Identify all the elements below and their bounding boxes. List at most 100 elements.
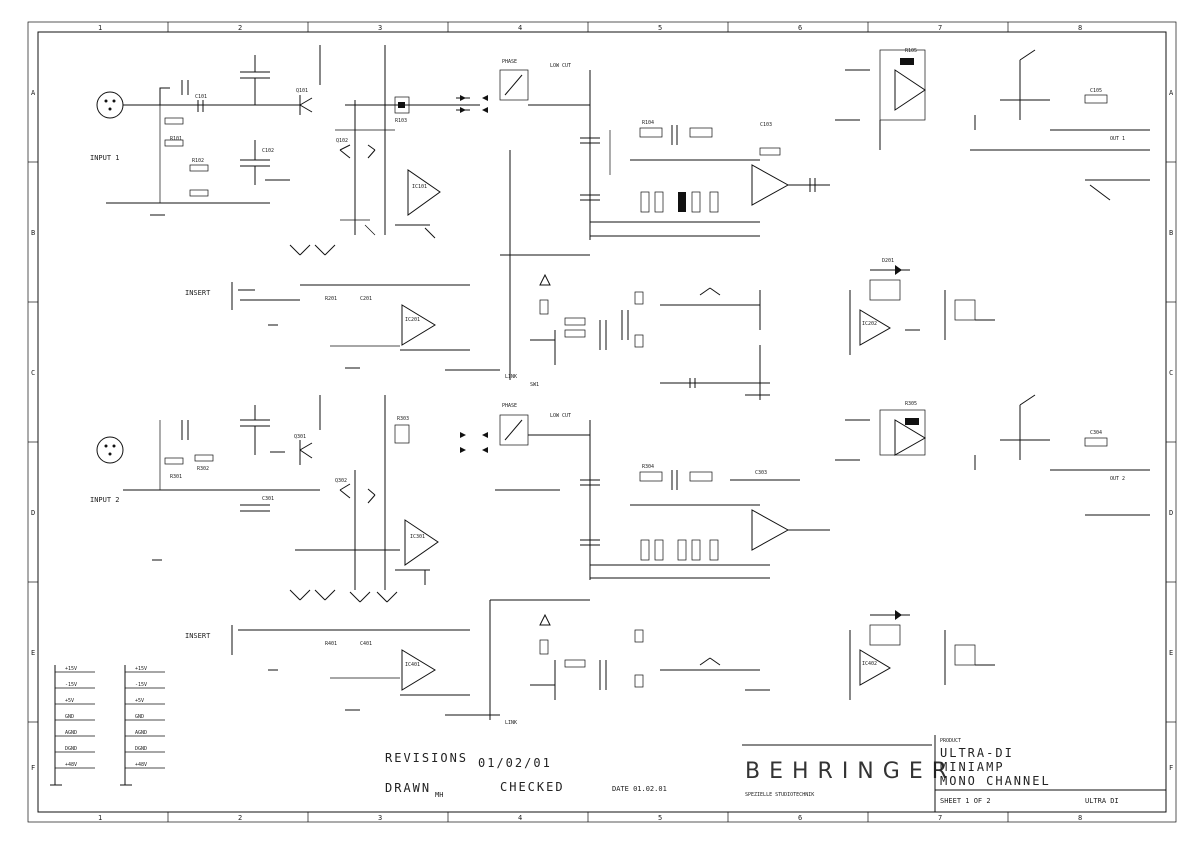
channel-2-right-aux: IC402 (849, 610, 995, 700)
ref-r103: R103 (395, 118, 407, 124)
ref-q101: Q101 (296, 88, 308, 94)
channel-2-eq-and-output: C303 R304 (630, 464, 830, 561)
sheet-product-name: ULTRA DI (1085, 797, 1119, 805)
grid-col-1-bottom: 1 (98, 814, 102, 822)
grid-row-c: C (31, 369, 35, 377)
sw1-label: SW1 (530, 382, 539, 388)
ref-c101: C101 (195, 94, 207, 100)
inner-border (37, 31, 1167, 813)
ref-ic401: IC401 (405, 662, 420, 668)
ref-r401: R401 (325, 641, 337, 647)
outer-border (27, 21, 1177, 823)
ic401-opamp-icon (401, 649, 436, 691)
ref-c304: C304 (1090, 430, 1102, 436)
grid-col-3: 3 (378, 24, 382, 32)
title-block: REVISIONS 01/02/01 DRAWN MH CHECKED DATE… (385, 735, 1166, 812)
grid-row-f-right: F (1169, 764, 1173, 772)
channel-1-output-section: OUT 1 R105 C105 (835, 48, 1150, 201)
grid-row-b: B (31, 229, 35, 237)
ref-c103: C103 (760, 122, 772, 128)
ref-c201: C201 (360, 296, 372, 302)
ch2-insert-label: INSERT (185, 632, 211, 640)
ref-ic202: IC202 (862, 321, 877, 327)
grid-labels: 1 2 3 4 5 6 7 8 1 2 3 4 5 6 7 8 A B C D … (31, 24, 1174, 822)
drawn-value: MH (435, 791, 443, 799)
ref-d201: D201 (882, 258, 894, 264)
product-line-1: ULTRA-DI (940, 746, 1014, 760)
channel-1-phase-and-lowcut: PHASE LOW CUT (456, 59, 760, 265)
ch1-lowcut-label: LOW CUT (550, 63, 571, 69)
ref-c105: C105 (1090, 88, 1102, 94)
channel-1-preamp: Q101 Q102 IC101 R103 (289, 45, 480, 256)
product-line-3: MONO CHANNEL (940, 774, 1051, 788)
ref-r305: R305 (905, 401, 917, 407)
channel-1-input-stage: INPUT 1 R101 R102 C101 C102 (90, 55, 300, 216)
channel-1-eq-and-output: C103 R104 (609, 120, 830, 213)
grid-col-2: 2 (238, 24, 242, 32)
ref-r104: R104 (642, 120, 654, 126)
ref-ic301: IC301 (410, 534, 425, 540)
power-legend: +15V -15V +5V GND AGND DGND +48V +15V -1… (50, 665, 165, 786)
power-right-3: GND (135, 714, 144, 720)
grid-row-b-right: B (1169, 229, 1173, 237)
xlr-input-2-icon (96, 436, 124, 464)
ch1-link-label: LINK (505, 374, 517, 380)
channel-2-phase-and-lowcut: PHASE LOW CUT (460, 403, 770, 580)
product-line-2: MINIAMP (940, 760, 1005, 774)
ch2-out-label: OUT 2 (1110, 476, 1125, 482)
power-right-5: DGND (135, 746, 147, 752)
power-right-4: AGND (135, 730, 147, 736)
ref-q301: Q301 (294, 434, 306, 440)
ch1-out-label: OUT 1 (1110, 136, 1125, 142)
grid-row-c-right: C (1169, 369, 1173, 377)
power-left-5: DGND (65, 746, 77, 752)
behringer-logo-text: BEHRINGER (745, 759, 956, 784)
ch2-phase-label: PHASE (502, 403, 517, 409)
grid-dividers (28, 22, 1176, 822)
ref-c401: C401 (360, 641, 372, 647)
power-right-6: +48V (135, 762, 147, 768)
ic201-opamp-icon (401, 304, 436, 346)
ref-r101: R101 (170, 136, 182, 142)
ic402-opamp-icon (859, 649, 891, 686)
grid-col-4: 4 (518, 24, 522, 32)
channel-2-aux-section (530, 613, 770, 700)
power-left-0: +15V (65, 666, 77, 672)
product-label: PRODUCT (940, 738, 961, 744)
channel-2-preamp: Q301 Q302 IC301 R303 (289, 395, 439, 603)
grid-col-7: 7 (938, 24, 942, 32)
ref-c102: C102 (262, 148, 274, 154)
revision-date: 01/02/01 (478, 756, 552, 770)
channel-2-insert-send: INSERT IC401 R401 C401 LINK (185, 599, 590, 726)
ic302-opamp-icon (894, 419, 926, 456)
grid-row-e-right: E (1169, 649, 1173, 657)
checked-label: CHECKED (500, 780, 565, 794)
ref-r301: R301 (170, 474, 182, 480)
grid-row-d: D (31, 509, 35, 517)
ref-q102: Q102 (336, 138, 348, 144)
supply-arrow-icon (539, 273, 551, 286)
grid-row-e: E (31, 649, 35, 657)
grid-row-d-right: D (1169, 509, 1173, 517)
ic202-opamp-icon (859, 309, 891, 346)
channel-2-output-section: OUT 2 R305 C304 (835, 394, 1150, 516)
power-right-2: +5V (135, 698, 144, 704)
ref-r304: R304 (642, 464, 654, 470)
grid-col-7-bottom: 7 (938, 814, 942, 822)
drawn-label: DRAWN (385, 781, 431, 795)
ic101-opamp-icon (407, 169, 441, 216)
ref-r102: R102 (192, 158, 204, 164)
power-left-3: GND (65, 714, 74, 720)
power-legend-right: +15V -15V +5V GND AGND DGND +48V (125, 666, 165, 769)
grid-col-6-bottom: 6 (798, 814, 802, 822)
ref-r303: R303 (397, 416, 409, 422)
grid-row-f: F (31, 764, 35, 772)
ref-r201: R201 (325, 296, 337, 302)
power-left-2: +5V (65, 698, 74, 704)
ch2-lowcut-label: LOW CUT (550, 413, 571, 419)
ref-r302: R302 (197, 466, 209, 472)
ic301-opamp-icon (404, 519, 439, 566)
supply-arrow-2-icon (539, 613, 551, 626)
ch1-insert-label: INSERT (185, 289, 211, 297)
channel-1-right-aux: IC202 D201 (849, 258, 995, 355)
